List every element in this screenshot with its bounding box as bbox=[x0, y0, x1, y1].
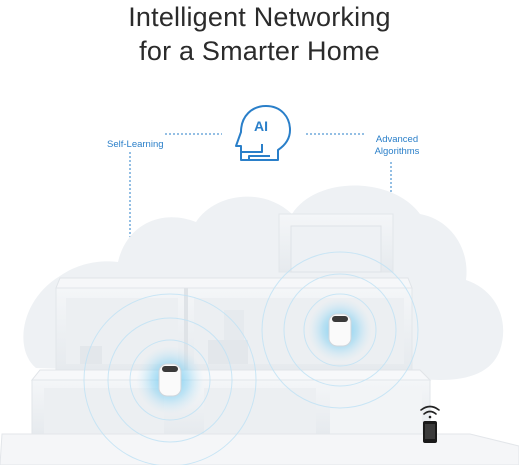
mesh-router-icon bbox=[158, 363, 182, 397]
advanced-algorithms-line-1: Advanced bbox=[375, 134, 419, 145]
mesh-router-icon bbox=[328, 313, 352, 347]
smartphone-icon bbox=[423, 421, 437, 443]
headline: Intelligent Networking for a Smarter Hom… bbox=[0, 0, 519, 68]
headline-line-2: for a Smarter Home bbox=[139, 36, 380, 66]
self-learning-label: Self-Learning bbox=[107, 139, 164, 150]
wifi-icon bbox=[420, 405, 440, 419]
ai-icon-text: AI bbox=[254, 118, 268, 134]
headline-line-1: Intelligent Networking bbox=[128, 2, 391, 32]
advanced-algorithms-line-2: Algorithms bbox=[374, 146, 420, 157]
ai-head-icon: AI bbox=[235, 105, 291, 161]
advanced-algorithms-label: Advanced Algorithms bbox=[372, 134, 422, 158]
signal-rings bbox=[83, 251, 419, 465]
